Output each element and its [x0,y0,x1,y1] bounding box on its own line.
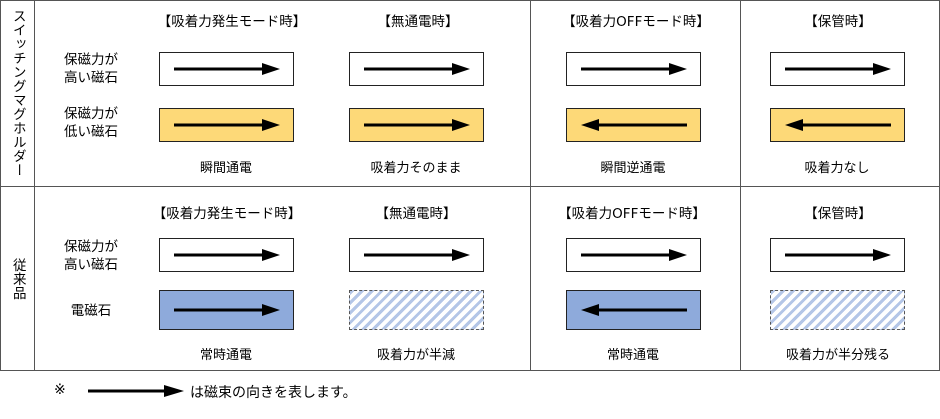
header-off-mode: 【吸着力OFFモード時】 [562,14,710,30]
legend-arrow-icon [88,385,184,397]
magnet-box-high-conv-3 [566,238,701,272]
caption-no-force: 吸着力なし [804,161,870,176]
side-label-conventional: 従来品 [9,257,26,300]
magnet-box-high-conv-2 [349,238,484,272]
caption-half-force-remains: 吸着力が半分残る [785,348,891,363]
table-left-border [0,0,1,371]
flux-arrow-left-icon [580,304,687,316]
magnet-box-low-3 [566,108,701,142]
magnet-box-high-1 [159,52,294,86]
electromagnet-box-off-4 [770,290,905,330]
flux-arrow-right-icon [363,249,470,261]
flux-arrow-right-icon [580,249,687,261]
magnet-box-high-2 [349,52,484,86]
table-bottom-border [0,370,940,371]
caption-instant-energize: 瞬間通電 [199,161,253,176]
column-divider-2 [530,0,531,371]
flux-arrow-right-icon [784,249,891,261]
flux-arrow-right-icon [173,249,280,261]
legend-text: は磁束の向きを表します。 [190,385,357,401]
electromagnet-box-1 [159,290,294,330]
side-column-divider [34,0,35,371]
header-no-power: 【無通電時】 [377,14,459,30]
header-attract-mode: 【吸着力発生モード時】 [157,14,307,30]
caption-force-unchanged: 吸着力そのまま [370,161,462,176]
table-top-border [0,0,940,1]
header-storage: 【保管時】 [804,14,872,30]
electromagnet-box-3 [566,290,701,330]
flux-arrow-right-icon [173,119,280,131]
header-attract-mode-conventional: 【吸着力発生モード時】 [152,206,302,222]
flux-arrow-right-icon [363,119,470,131]
caption-instant-reverse: 瞬間逆通電 [600,161,666,176]
flux-arrow-right-icon [173,63,280,75]
row-label-high-magnet: 保磁力が 高い磁石 [64,52,118,86]
caption-constant-energize-2: 常時通電 [606,348,660,363]
electromagnet-box-off-2 [349,290,484,330]
flux-arrow-right-icon [580,63,687,75]
magnet-box-high-conv-1 [159,238,294,272]
flux-arrow-left-icon [580,119,687,131]
caption-force-halved: 吸着力が半減 [376,348,456,363]
side-label-switching: スイッチングマグホルダー [9,9,26,177]
magnet-box-high-conv-4 [770,238,905,272]
flux-arrow-right-icon [363,63,470,75]
flux-arrow-right-icon [173,304,280,316]
header-off-mode-conventional: 【吸着力OFFモード時】 [558,206,706,222]
column-divider-3 [740,0,741,371]
magnet-box-high-3 [566,52,701,86]
flux-arrow-left-icon [784,119,891,131]
header-storage-conventional: 【保管時】 [804,206,872,222]
legend-mark: ※ [54,382,66,398]
magnet-box-high-4 [770,52,905,86]
magnet-box-low-1 [159,108,294,142]
magnet-box-low-4 [770,108,905,142]
flux-arrow-right-icon [784,63,891,75]
header-no-power-conventional: 【無通電時】 [375,206,457,222]
row-label-high-magnet-conventional: 保磁力が 高い磁石 [64,239,118,273]
row-label-low-magnet: 保磁力が 低い磁石 [64,106,118,140]
row-label-electromagnet: 電磁石 [70,303,112,319]
caption-constant-energize: 常時通電 [199,348,253,363]
magnet-box-low-2 [349,108,484,142]
table-middle-border [0,186,940,187]
